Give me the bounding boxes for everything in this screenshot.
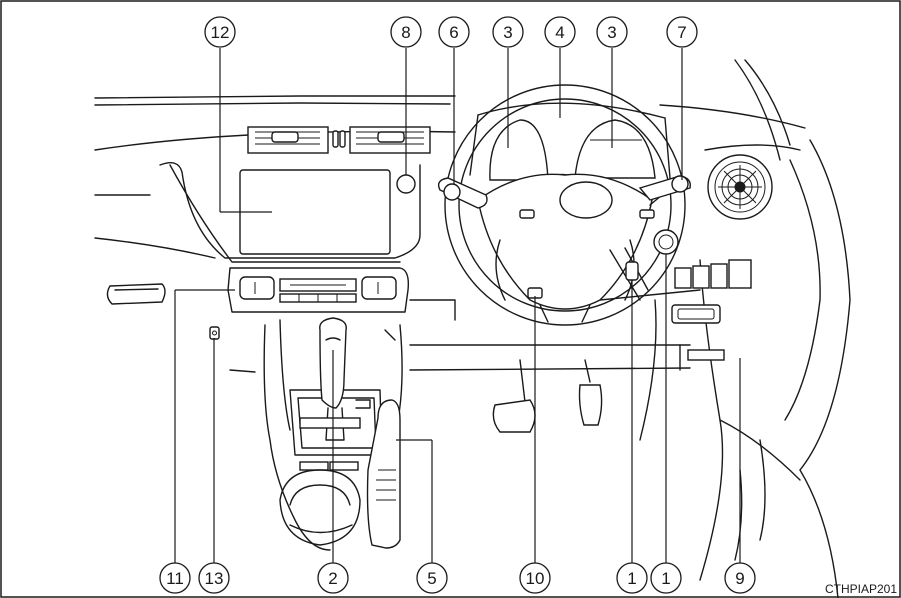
svg-text:1: 1 bbox=[661, 569, 670, 588]
svg-text:6: 6 bbox=[449, 23, 458, 42]
dashboard-outline bbox=[94, 59, 851, 598]
steering-wheel bbox=[444, 84, 686, 326]
callout-4: 4 bbox=[544, 16, 576, 48]
right-air-vent bbox=[707, 154, 773, 220]
steering-column bbox=[609, 247, 649, 301]
callout-8: 8 bbox=[390, 16, 422, 48]
center-display-bezel bbox=[159, 162, 421, 263]
svg-text:2: 2 bbox=[328, 569, 337, 588]
figure-code: CTHPIAP201 bbox=[824, 582, 897, 596]
svg-text:5: 5 bbox=[427, 569, 436, 588]
svg-text:1: 1 bbox=[627, 569, 636, 588]
callout-13: 13 bbox=[198, 562, 230, 594]
headlight-switch-lever bbox=[437, 177, 488, 209]
callout-1-right: 1 bbox=[650, 562, 682, 594]
pedals bbox=[492, 359, 603, 433]
center-air-vents bbox=[247, 126, 431, 154]
callout-3-left: 3 bbox=[492, 16, 524, 48]
callout-10: 10 bbox=[519, 562, 551, 594]
leader-lines bbox=[174, 48, 741, 563]
callout-7: 7 bbox=[666, 16, 698, 48]
callout-6: 6 bbox=[438, 16, 470, 48]
svg-text:11: 11 bbox=[166, 569, 184, 588]
callout-5: 5 bbox=[416, 562, 448, 594]
callout-11: 11 bbox=[159, 562, 191, 594]
callout-12: 12 bbox=[204, 16, 236, 48]
button-13 bbox=[209, 326, 220, 340]
right-switch-panel bbox=[671, 259, 752, 361]
callout-9: 9 bbox=[724, 562, 756, 594]
hood-release-lever bbox=[687, 349, 725, 361]
shift-lever bbox=[299, 317, 371, 441]
svg-text:9: 9 bbox=[735, 569, 744, 588]
instrument-cluster bbox=[469, 102, 671, 181]
engine-switch bbox=[653, 229, 679, 255]
climate-control-panel bbox=[227, 267, 410, 313]
svg-text:3: 3 bbox=[503, 23, 512, 42]
button-8 bbox=[396, 174, 416, 194]
left-panel-details bbox=[106, 283, 220, 340]
callout-3-right: 3 bbox=[596, 16, 628, 48]
svg-text:3: 3 bbox=[607, 23, 616, 42]
callout-1-left: 1 bbox=[616, 562, 648, 594]
callout-2: 2 bbox=[317, 562, 349, 594]
svg-text:12: 12 bbox=[211, 23, 230, 42]
svg-text:4: 4 bbox=[555, 23, 564, 42]
horn-emblem bbox=[559, 181, 613, 219]
svg-text:8: 8 bbox=[401, 23, 410, 42]
svg-text:13: 13 bbox=[205, 569, 224, 588]
wiper-switch-lever bbox=[638, 175, 691, 201]
parking-brake-lever bbox=[366, 399, 401, 549]
svg-text:10: 10 bbox=[526, 569, 545, 588]
svg-text:7: 7 bbox=[677, 23, 686, 42]
